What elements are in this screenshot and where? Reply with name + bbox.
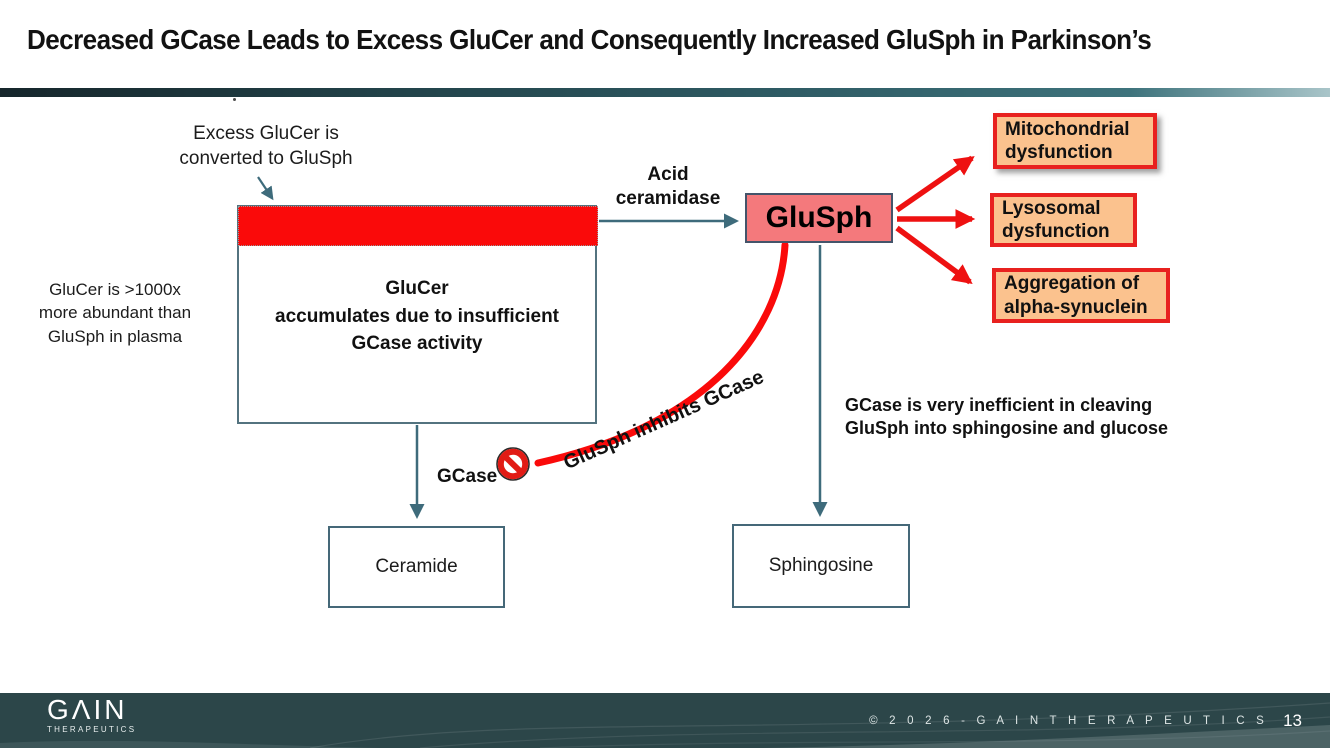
arrow-glusph-to-mitochondrial-icon xyxy=(895,155,975,213)
arrow-glusph-to-aggregation-icon xyxy=(895,225,973,285)
glucer-box: GluCer accumulates due to insufficient G… xyxy=(237,205,598,424)
acid-ceramidase-label: Acid ceramidase xyxy=(615,164,721,209)
ceramide-box: Ceramide xyxy=(328,526,505,608)
outcome-alpha-synuclein-aggregation: Aggregation of alpha-synuclein xyxy=(992,268,1170,323)
page-number: 13 xyxy=(1283,710,1302,730)
gcase-label: GCase xyxy=(437,466,498,487)
stray-dot xyxy=(233,98,236,101)
annotation-excess-glucer: Excess GluCer is converted to GluSph xyxy=(179,123,353,169)
annotation-arrow-icon xyxy=(257,176,274,201)
sphingosine-box: Sphingosine xyxy=(732,524,910,608)
slide-title: Decreased GCase Leads to Excess GluCer a… xyxy=(27,24,1152,55)
glucer-box-label: GluCer accumulates due to insufficient G… xyxy=(275,278,559,355)
gain-logo-wordmark: GΛIN xyxy=(47,694,128,725)
note-gcase-inefficiency: GCase is very inefficient in cleaving Gl… xyxy=(845,395,1169,438)
glucer-excess-band xyxy=(238,206,598,246)
gain-logo-subtitle: THERAPEUTICS xyxy=(47,725,137,734)
note-glucer-abundance: GluCer is >1000x more abundant than GluS… xyxy=(38,280,192,346)
outcome-lysosomal-dysfunction: Lysosomal dysfunction xyxy=(990,193,1137,247)
footer-copyright: © 2 0 2 6 - G A I N T H E R A P E U T I … xyxy=(869,714,1268,727)
accent-bar xyxy=(0,88,1330,97)
glusph-box: GluSph xyxy=(745,193,893,243)
footer: GΛIN THERAPEUTICS © 2 0 2 6 - G A I N T … xyxy=(0,693,1330,748)
footer-wave-decoration xyxy=(0,702,1330,748)
gain-logo: GΛIN THERAPEUTICS xyxy=(47,694,137,735)
no-entry-icon xyxy=(496,447,530,481)
outcome-mitochondrial-dysfunction: Mitochondrial dysfunction xyxy=(993,113,1157,169)
